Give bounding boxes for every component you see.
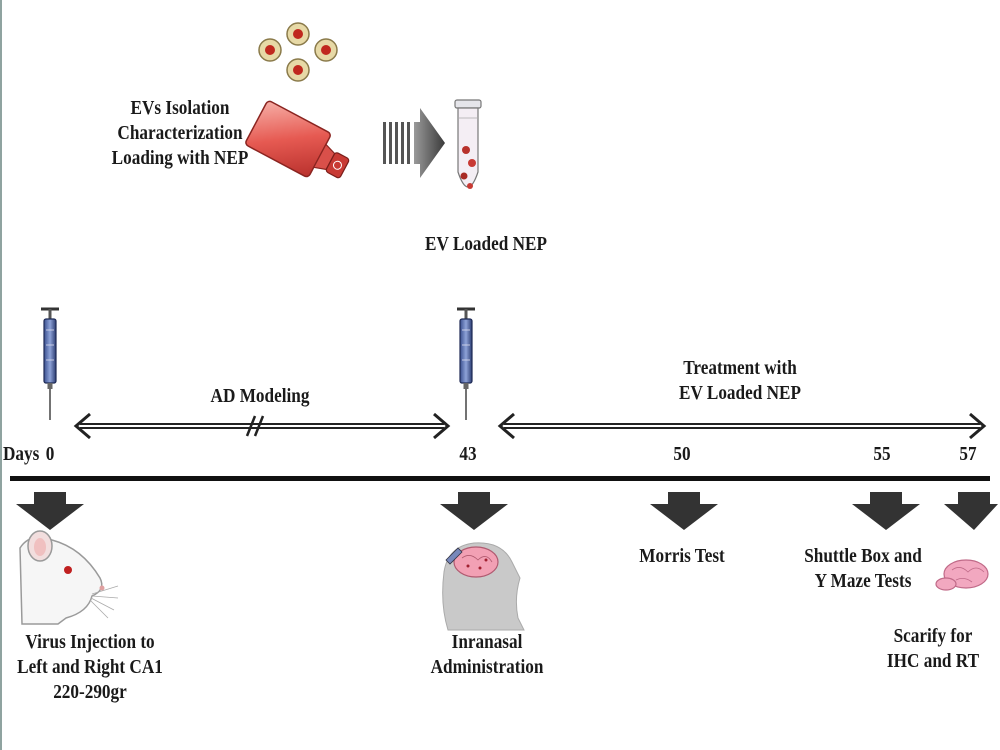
days-axis-label: Days <box>3 443 40 465</box>
down-arrow-icon <box>16 492 84 530</box>
treatment-label-line1: Treatment with <box>683 357 797 379</box>
step-isolation: EVs Isolation <box>130 97 230 119</box>
modeling-period-arrow <box>73 412 451 440</box>
process-arrow-icon <box>383 108 445 178</box>
day-55-label: 55 <box>873 443 891 465</box>
event-scarify-line1: Scarify for <box>893 625 973 647</box>
event-scarify: Scarify for IHC and RT <box>877 624 989 674</box>
event-intranasal: Inranasal Administration <box>414 630 560 680</box>
ad-modeling-label: AD Modeling <box>210 385 310 407</box>
step-loading: Loading with NEP <box>111 147 249 169</box>
down-arrow-icon <box>852 492 920 530</box>
vesicles-icon <box>258 22 338 82</box>
down-arrow-icon <box>944 492 998 530</box>
treatment-period-arrow <box>497 412 987 440</box>
ev-loaded-nep-label: EV Loaded NEP <box>424 233 548 255</box>
culture-flask-icon <box>245 100 350 179</box>
event-virus-injection-line3: 220-290gr <box>53 681 127 703</box>
event-virus-injection-line1: Virus Injection to <box>25 631 155 653</box>
syringe-icon <box>41 307 59 420</box>
event-intranasal-line1: Inranasal <box>451 631 523 653</box>
event-intranasal-line2: Administration <box>430 656 544 678</box>
step-characterization: Characterization <box>117 122 243 144</box>
event-shuttle-y-maze-line2: Y Maze Tests <box>814 570 912 592</box>
treatment-label: Treatment with EV Loaded NEP <box>645 356 834 406</box>
test-tube-icon <box>454 99 482 189</box>
down-arrow-icon <box>440 492 508 530</box>
event-virus-injection-line2: Left and Right CA1 <box>17 656 163 678</box>
event-shuttle-y-maze-line1: Shuttle Box and <box>804 545 922 567</box>
intranasal-administration-icon <box>442 542 525 631</box>
treatment-label-line2: EV Loaded NEP <box>678 382 802 404</box>
ev-preparation-steps: EVs Isolation Characterization Loading w… <box>103 96 258 171</box>
rat-icon <box>19 530 119 625</box>
down-arrow-icon <box>650 492 718 530</box>
timeline-axis <box>10 476 990 481</box>
day-57-label: 57 <box>959 443 977 465</box>
syringe-icon <box>457 307 475 420</box>
event-virus-injection: Virus Injection to Left and Right CA1 22… <box>13 630 168 705</box>
event-morris-test: Morris Test <box>639 545 725 567</box>
day-0-label: 0 <box>45 443 55 465</box>
event-shuttle-y-maze: Shuttle Box and Y Maze Tests <box>790 544 936 594</box>
brain-icon <box>935 559 989 591</box>
day-50-label: 50 <box>673 443 691 465</box>
event-scarify-line2: IHC and RT <box>886 650 980 672</box>
day-43-label: 43 <box>459 443 477 465</box>
